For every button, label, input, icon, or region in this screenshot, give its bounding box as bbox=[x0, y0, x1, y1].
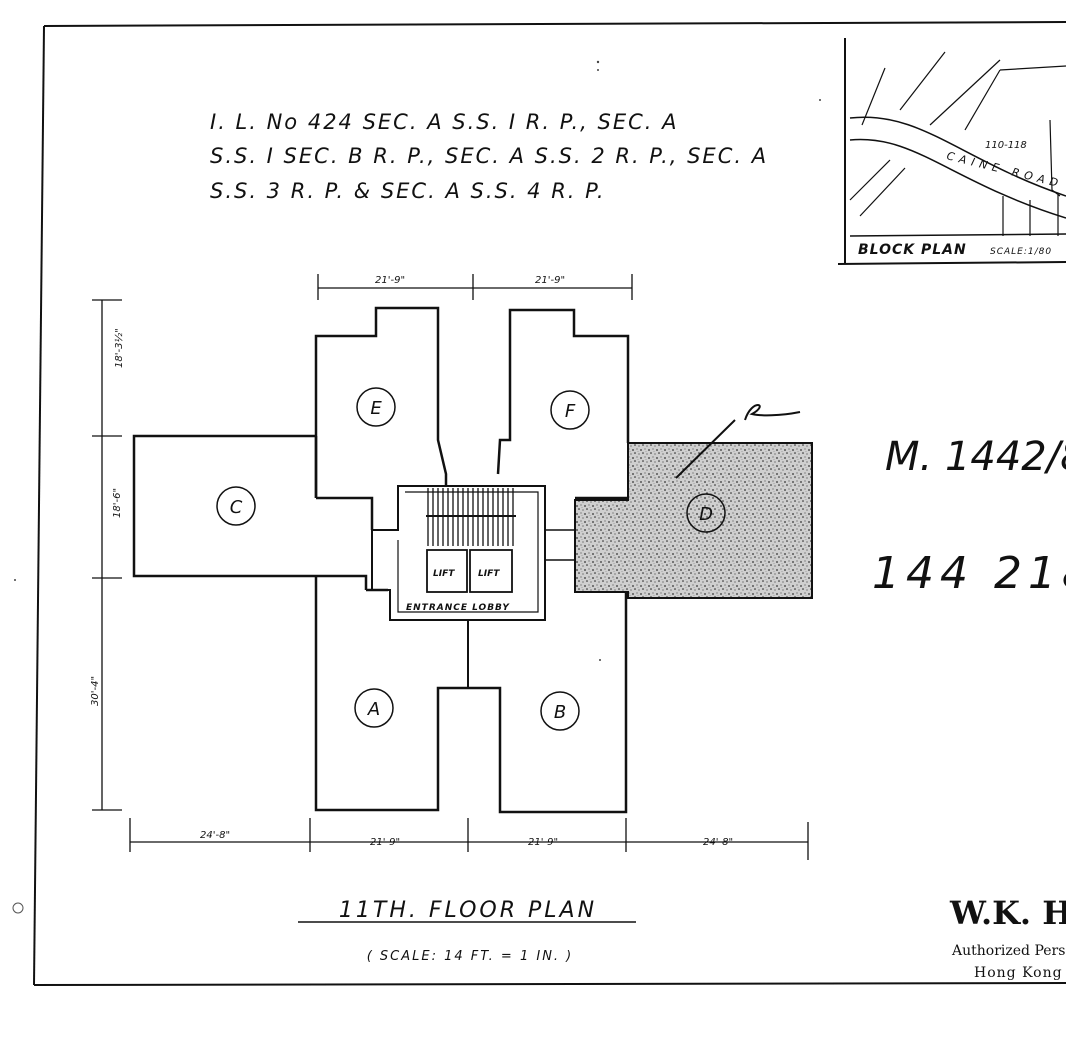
dimension-lines bbox=[92, 274, 809, 860]
unit-marker-e: E bbox=[356, 387, 396, 427]
dim-bottom-1: 24'-8" bbox=[200, 830, 230, 841]
annotation-arrow bbox=[675, 404, 801, 479]
unit-e-outline bbox=[314, 306, 448, 530]
block-plan-street-numbers: 110-118 bbox=[985, 140, 1027, 151]
unit-marker-b: B bbox=[540, 691, 580, 731]
lot-line-1: I. L. No 424 SEC. A S.S. I R. P., SEC. A bbox=[210, 110, 679, 134]
stair-treads bbox=[426, 488, 516, 546]
unit-b-outline bbox=[468, 592, 628, 814]
svg-text:A: A bbox=[367, 699, 380, 720]
unit-f-outline bbox=[496, 308, 630, 500]
firm-name: W.K. HU bbox=[949, 894, 1066, 932]
unit-marker-f: F bbox=[550, 390, 590, 430]
lift-right bbox=[469, 549, 513, 593]
firm-line-1: Authorized Pers bbox=[951, 943, 1065, 959]
unit-marker-a: A bbox=[354, 688, 394, 728]
plan-title-block: 11TH. FLOOR PLAN ( SCALE: 14 FT. = 1 IN.… bbox=[298, 898, 636, 964]
unit-marker-c: C bbox=[216, 486, 256, 526]
lot-line-3: S.S. 3 R. P. & SEC. A S.S. 4 R. P. bbox=[210, 179, 606, 203]
lift-label-right: LIFT bbox=[478, 569, 500, 579]
unit-marker-d: D bbox=[686, 493, 726, 533]
dim-top-right: 21'-9" bbox=[535, 275, 565, 286]
lot-description: I. L. No 424 SEC. A S.S. I R. P., SEC. A… bbox=[210, 110, 768, 203]
svg-text:B: B bbox=[554, 702, 566, 723]
block-plan-scale: SCALE:1/80 bbox=[990, 247, 1052, 257]
dimension-labels: 21'-9" 21'-9" 18'-3½" 18'-6" 30'-4" 24'-… bbox=[90, 275, 733, 848]
stray-marks bbox=[12, 60, 821, 914]
floor-plan: LIFT LIFT ENTRANCE LOBBY E F C D A B bbox=[132, 306, 813, 814]
dim-left-upper: 18'-3½" bbox=[113, 328, 125, 368]
reference-number-2: 144 2182 bbox=[872, 548, 1066, 599]
reference-number-1: M. 1442/8 bbox=[885, 434, 1066, 480]
dim-bottom-2: 21'-9" bbox=[370, 837, 400, 848]
block-plan-road-name: CAINE ROAD bbox=[945, 149, 1064, 191]
firm-stamp: W.K. HU Authorized Pers Hong Kong bbox=[949, 894, 1066, 981]
lot-line-2: S.S. I SEC. B R. P., SEC. A S.S. 2 R. P.… bbox=[210, 144, 768, 168]
unit-c-outline bbox=[132, 434, 368, 590]
svg-text:D: D bbox=[699, 504, 713, 525]
handwritten-annotations: M. 1442/8 144 2182 bbox=[675, 404, 1066, 599]
block-plan-title: BLOCK PLAN bbox=[858, 242, 967, 258]
plan-title: 11TH. FLOOR PLAN bbox=[339, 898, 597, 923]
svg-text:E: E bbox=[370, 398, 382, 419]
svg-text:F: F bbox=[565, 401, 576, 422]
lift-label-left: LIFT bbox=[433, 569, 455, 579]
dim-bottom-3: 21'-9" bbox=[528, 837, 558, 848]
block-plan: 110-118 CAINE ROAD BLOCK PLAN SCALE:1/80 bbox=[837, 38, 1066, 265]
plan-scale: ( SCALE: 14 FT. = 1 IN. ) bbox=[367, 949, 574, 964]
lift-left bbox=[426, 549, 468, 593]
sheet-border bbox=[33, 21, 1066, 986]
lobby-label: ENTRANCE LOBBY bbox=[406, 603, 510, 613]
svg-text:C: C bbox=[230, 497, 243, 518]
firm-line-2: Hong Kong bbox=[974, 965, 1063, 981]
dim-left-lower: 30'-4" bbox=[90, 676, 101, 706]
dim-left-middle: 18'-6" bbox=[112, 488, 123, 518]
dim-bottom-4: 24'-8" bbox=[703, 837, 733, 848]
unit-d-highlight bbox=[574, 442, 813, 599]
dim-top-left: 21'-9" bbox=[375, 275, 405, 286]
